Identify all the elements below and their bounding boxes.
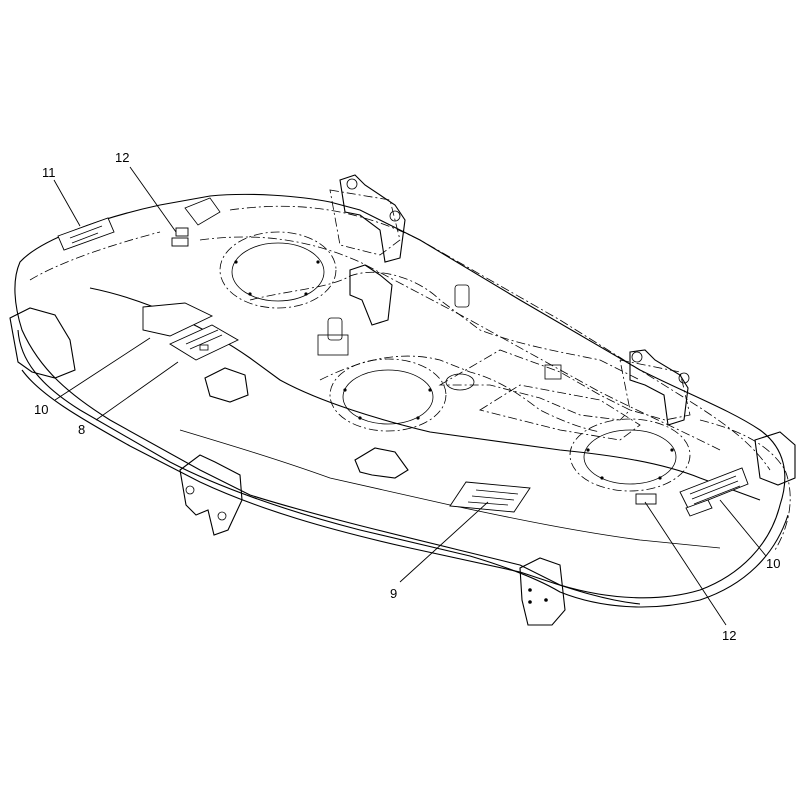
- hidden-rear-rail: [229, 205, 771, 471]
- center-spindle: [329, 358, 447, 432]
- leader-12-right: [644, 501, 727, 626]
- deck-brackets: [9, 174, 796, 626]
- decal-12-top: [171, 227, 189, 247]
- front-right-hanger-bracket: [519, 557, 566, 626]
- deck-skirt-outline: [17, 329, 789, 608]
- spindle-openings: [219, 231, 691, 492]
- discharge-side-block: [9, 307, 76, 379]
- callout-11: 11: [42, 165, 56, 180]
- rear-right-lift-bracket: [629, 349, 689, 426]
- leader-lines: [53, 166, 767, 626]
- decal-8: [169, 324, 239, 361]
- decal-9: [449, 481, 531, 513]
- leader-10-right: [719, 499, 767, 557]
- decal-11: [57, 217, 115, 251]
- rear-left-tab: [184, 197, 221, 226]
- leader-11: [53, 179, 81, 227]
- right-mid-block: [544, 364, 562, 380]
- left-spindle: [219, 231, 337, 309]
- hidden-belt-path: [249, 271, 641, 381]
- hidden-left-rim: [29, 231, 161, 281]
- decal-10-right: [679, 467, 749, 517]
- callout-12-top: 12: [115, 150, 129, 165]
- idler-hole: [445, 373, 475, 391]
- callout-12-right: 12: [722, 628, 736, 643]
- hidden-mid-channel: [438, 349, 631, 421]
- leader-9: [399, 501, 489, 583]
- callout-10-right: 10: [766, 556, 780, 571]
- hidden-right-channel: [478, 384, 641, 441]
- callout-10-left: 10: [34, 402, 48, 417]
- mid-block: [317, 334, 349, 356]
- center-pivot-bracket: [349, 264, 393, 326]
- decals: [57, 217, 749, 517]
- decal-12-right: [635, 493, 657, 505]
- left-angle-bracket: [204, 367, 249, 403]
- callout-9: 9: [390, 586, 397, 601]
- hidden-inner-rail: [199, 236, 721, 451]
- deck-skirt-bottom: [21, 369, 641, 605]
- center-angle-bracket: [354, 447, 409, 479]
- front-left-hanger-bracket: [179, 454, 243, 536]
- mower-deck-housing: [14, 193, 789, 608]
- callout-8: 8: [78, 422, 85, 437]
- hidden-rear-bracket: [329, 189, 401, 256]
- front-baffle-lower: [179, 429, 721, 549]
- hidden-belt-path-2: [319, 355, 601, 433]
- leader-8: [95, 361, 179, 421]
- right-spindle: [569, 418, 691, 492]
- hidden-right-bracket: [619, 359, 691, 421]
- right-side-block: [754, 431, 796, 486]
- leader-10-left: [54, 337, 151, 401]
- hidden-right-rim: [699, 419, 791, 551]
- spindle-cap-rear: [454, 284, 470, 308]
- deck-top-outline: [14, 193, 786, 599]
- callout-numbers: 11 12 10 8 9 12 10: [34, 150, 780, 643]
- leader-12-top: [129, 166, 177, 233]
- spindle-cap-mid: [327, 317, 343, 341]
- rear-left-lift-bracket: [339, 174, 406, 263]
- decal-10-left: [142, 302, 214, 337]
